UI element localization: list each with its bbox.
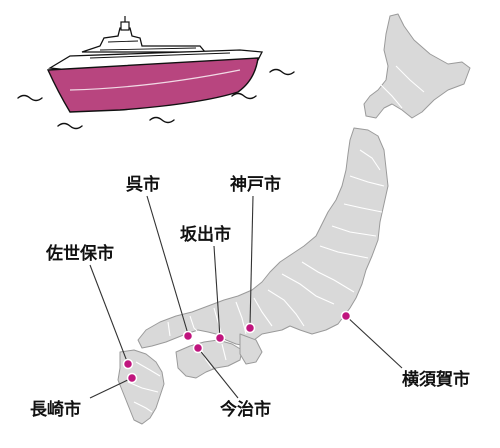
label-kure: 呉市 (126, 174, 160, 195)
city-labels: 呉市 神戸市 坂出市 佐世保市 長崎市 今治市 横須賀市 (30, 174, 470, 420)
label-kobe: 神戸市 (230, 174, 281, 195)
dot-kobe[interactable] (244, 322, 256, 334)
hokkaido (363, 13, 471, 119)
leader-sakaide (213, 245, 221, 339)
label-imabari: 今治市 (220, 399, 271, 420)
label-yokosuka: 横須賀市 (402, 369, 470, 390)
leader-kobe (249, 195, 254, 327)
city-dots (122, 310, 352, 384)
kii-peninsula (239, 333, 263, 365)
wave (57, 122, 83, 130)
ship-mast (120, 21, 130, 31)
ship-superstructure (81, 27, 207, 53)
leader-nagasaki (89, 377, 133, 399)
dot-sasebo[interactable] (122, 358, 134, 370)
dot-nagasaki[interactable] (126, 372, 138, 384)
label-nagasaki: 長崎市 (30, 399, 81, 420)
dot-imabari[interactable] (192, 342, 204, 354)
leader-kure (146, 195, 189, 335)
wave (231, 92, 257, 100)
wave (17, 94, 43, 102)
wave (269, 68, 295, 76)
leader-yokosuka (345, 315, 403, 369)
leader-imabari (197, 347, 239, 399)
japan-landmass (117, 13, 471, 425)
dot-yokosuka[interactable] (340, 310, 352, 322)
dot-sakaide[interactable] (214, 332, 226, 344)
leader-sasebo (89, 264, 129, 365)
label-sasebo: 佐世保市 (45, 243, 114, 264)
leader-lines (89, 195, 403, 399)
ship-hull (46, 57, 259, 113)
honshu (137, 127, 389, 349)
ship-illustration (17, 16, 295, 130)
shikoku (175, 339, 243, 379)
wave (149, 116, 175, 124)
label-sakaide: 坂出市 (180, 224, 231, 245)
dot-kure[interactable] (182, 330, 194, 342)
